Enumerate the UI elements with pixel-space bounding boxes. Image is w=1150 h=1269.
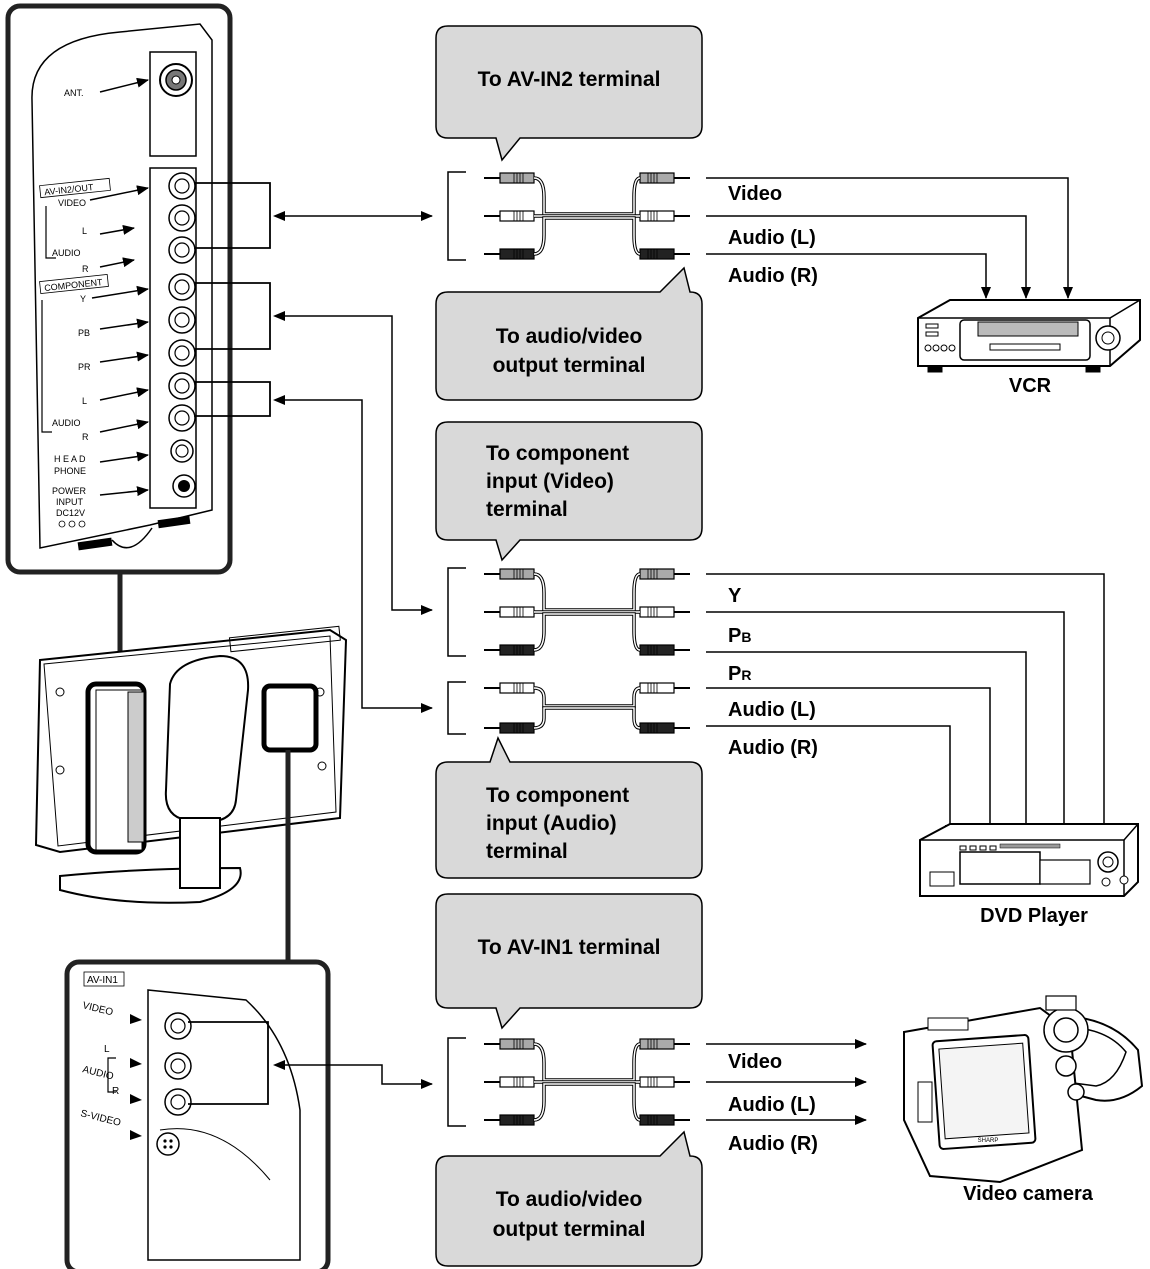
panel-l-label: L <box>82 226 87 236</box>
rca-plug <box>484 723 534 733</box>
rca-plug <box>484 683 534 693</box>
dvd-device <box>920 824 1138 896</box>
vcr-audio-r-label: Audio (R) <box>728 265 818 287</box>
rca-cable-set <box>448 682 690 734</box>
callout-comp-audio-line2: input (Audio) <box>486 812 617 835</box>
panel-ant-label: ANT. <box>64 88 84 98</box>
panel-power-line3: DC12V <box>56 508 85 518</box>
panel-y-label: Y <box>80 294 86 304</box>
callout-comp-video-line1: To component <box>486 442 629 465</box>
dvd-audio-l-label: Audio (L) <box>728 699 816 721</box>
front-av-in1-label: AV-IN1 <box>87 975 118 986</box>
dvd-audio-r-label: Audio (R) <box>728 737 818 759</box>
video-camera-device <box>904 996 1142 1182</box>
camera-audio-r-label: Audio (R) <box>728 1133 818 1155</box>
camera-video-label: Video <box>728 1051 782 1073</box>
rca-plug <box>640 173 690 183</box>
callout-comp-video-line3: terminal <box>486 498 568 521</box>
callout-av-out1-line1: To audio/video <box>496 325 643 348</box>
dvd-pr-label: PR <box>728 663 751 685</box>
dvd-y-label: Y <box>728 585 742 607</box>
vcr-video-label: Video <box>728 183 782 205</box>
callout-comp-video-line2: input (Video) <box>486 470 614 493</box>
panel-pr-label: PR <box>78 362 91 372</box>
rca-plug <box>484 1115 534 1125</box>
vcr-label: VCR <box>1009 375 1052 397</box>
panel-audio-label: AUDIO <box>52 248 81 258</box>
callout-comp-audio-line3: terminal <box>486 840 568 863</box>
rca-plug <box>640 645 690 655</box>
rca-plug <box>484 1039 534 1049</box>
rca-plug <box>484 645 534 655</box>
dvd-pb-label: PB <box>728 625 751 647</box>
callout-av-in2-line1: To AV-IN2 terminal <box>478 68 661 91</box>
rca-plug <box>640 1115 690 1125</box>
rca-plug <box>484 607 534 617</box>
panel-video-label: VIDEO <box>58 198 86 208</box>
rca-cable-set <box>448 568 690 656</box>
rca-plug <box>640 1077 690 1087</box>
panel-headphone-line2: PHONE <box>54 466 86 476</box>
panel-audio2-r-label: R <box>82 432 89 442</box>
rca-plug <box>640 1039 690 1049</box>
camera-label: Video camera <box>963 1183 1094 1205</box>
panel-audio2-l-label: L <box>82 396 87 406</box>
vcr-audio-l-label: Audio (L) <box>728 227 816 249</box>
tv-illustration <box>36 626 346 960</box>
rca-plug <box>484 249 534 259</box>
front-r-label: R <box>112 1086 119 1097</box>
rca-plug <box>484 211 534 221</box>
panel-r-label: R <box>82 264 89 274</box>
rca-plug <box>640 569 690 579</box>
camera-audio-l-label: Audio (L) <box>728 1094 816 1116</box>
vcr-device <box>918 300 1140 372</box>
rca-plug <box>484 569 534 579</box>
rca-plug <box>640 211 690 221</box>
panel-headphone-line1: H E A D <box>54 454 86 464</box>
camera-brand-text: SHARP <box>978 1138 999 1144</box>
rca-plug <box>640 683 690 693</box>
panel-audio2-label: AUDIO <box>52 418 81 428</box>
rca-plug <box>640 723 690 733</box>
panel-pb-label: PB <box>78 328 90 338</box>
rca-plug <box>484 173 534 183</box>
rca-plug <box>484 1077 534 1087</box>
rca-plug <box>640 607 690 617</box>
callout-comp-audio-line1: To component <box>486 784 629 807</box>
callout-av-out2-line1: To audio/video <box>496 1188 643 1211</box>
callout-av-out2-line2: output terminal <box>493 1218 646 1241</box>
dvd-label: DVD Player <box>980 905 1088 927</box>
side-terminal-panel <box>8 6 270 676</box>
rca-cable-set <box>448 172 690 260</box>
panel-power-line2: INPUT <box>56 497 84 507</box>
rca-cable-set <box>448 1038 690 1126</box>
callout-av-out1-line2: output terminal <box>493 354 646 377</box>
front-l-label: L <box>104 1044 110 1055</box>
rca-plug <box>640 249 690 259</box>
panel-power-line1: POWER <box>52 486 87 496</box>
callout-av-in1-line1: To AV-IN1 terminal <box>478 936 661 959</box>
